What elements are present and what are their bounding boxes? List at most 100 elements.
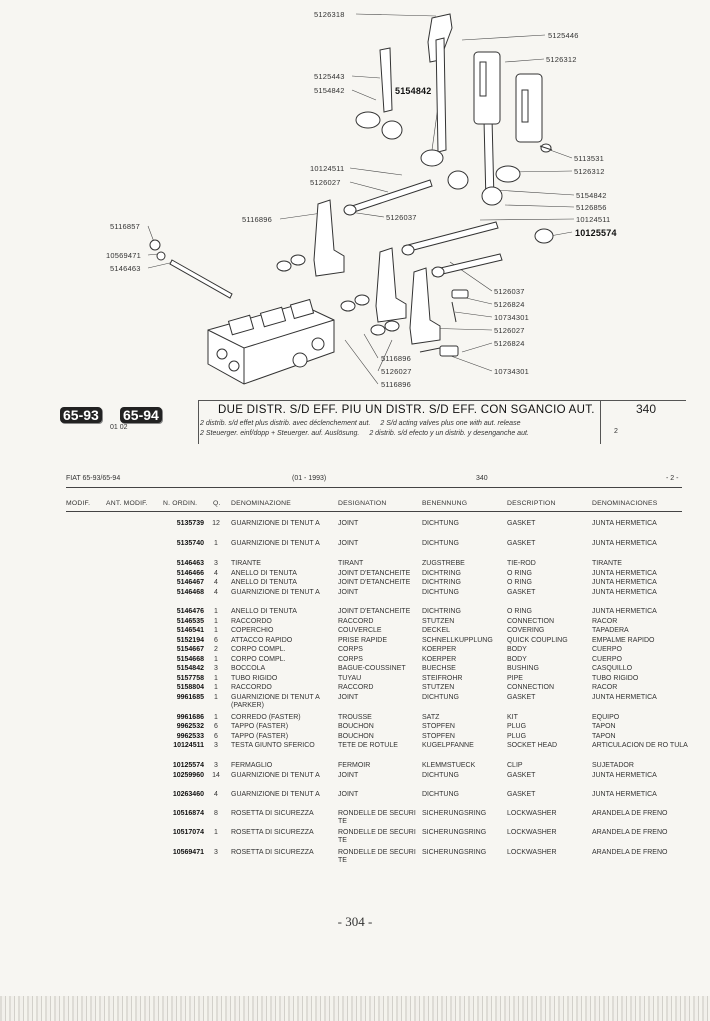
col-q: Q.	[213, 500, 221, 507]
cell-part-number: 9962532	[176, 723, 204, 730]
cell-quantity: 1	[214, 540, 218, 547]
cell-denominazione: GUARNIZIONE DI TENUT A	[231, 772, 320, 779]
cell-benennung: STUTZEN	[422, 684, 455, 691]
title-left-divider	[198, 400, 199, 444]
cell-part-number: 5157758	[176, 675, 204, 682]
cell-part-number: 5135739	[176, 520, 204, 527]
cell-description: GASKET	[507, 540, 536, 547]
cell-benennung: DECKEL	[422, 627, 451, 634]
cell-denominazione: ATTACCO RAPIDO	[231, 637, 293, 644]
model-badge-65-94: 65-94	[120, 407, 162, 423]
subtitle-es: 2 distrib. s/d efecto y un distrib. y de…	[369, 430, 529, 437]
cell-part-number: 5146463	[176, 560, 204, 567]
cell-benennung: DICHTUNG	[422, 694, 459, 701]
cell-quantity: 2	[214, 646, 218, 653]
cell-part-number: 10124511	[173, 742, 204, 749]
cell-designation: JOINT	[338, 791, 359, 798]
cell-benennung: SICHERUNGSRING	[422, 810, 487, 817]
cell-description: LOCKWASHER	[507, 829, 557, 836]
cell-benennung: DICHTUNG	[422, 772, 459, 779]
bushings	[355, 111, 554, 244]
cell-denominaciones: TUBO RIGIDO	[592, 675, 639, 682]
cell-denominazione: RACCORDO	[231, 618, 272, 625]
cell-denominaciones: JUNTA HERMETICA	[592, 791, 657, 798]
part-callout: 5126318	[314, 10, 345, 19]
cell-benennung: DICHTRING	[422, 579, 461, 586]
cell-description: O RING	[507, 570, 532, 577]
cell-designation: RACCORD	[338, 618, 374, 625]
cell-description: O RING	[507, 608, 532, 615]
cell-denominazione: GUARNIZIONE DI TENUT A	[231, 520, 320, 527]
part-callout: 10124511	[576, 215, 611, 224]
cell-description: SOCKET HEAD	[507, 742, 558, 749]
cell-designation: JOINT	[338, 589, 359, 596]
cell-denominazione: GUARNIZIONE DI TENUT A (PARKER)	[231, 694, 320, 710]
group-code: 340	[636, 402, 657, 416]
cell-designation: TIRANT	[338, 560, 364, 567]
valve-block	[207, 298, 335, 385]
cell-benennung: DICHTRING	[422, 570, 461, 577]
part-callout: 5126027	[494, 326, 525, 335]
cell-quantity: 6	[214, 723, 218, 730]
cell-benennung: SATZ	[422, 714, 440, 721]
cell-description: O RING	[507, 579, 532, 586]
cell-denominazione: TAPPO (FASTER)	[231, 733, 289, 740]
tie-rod	[149, 239, 233, 299]
cell-quantity: 1	[214, 656, 218, 663]
cell-part-number: 5146466	[176, 570, 204, 577]
brackets	[313, 199, 441, 345]
cell-designation: JOINT	[338, 694, 359, 701]
cell-part-number: 10569471	[172, 849, 204, 856]
col-modif: MODIF.	[66, 500, 91, 507]
cell-denominazione: ANELLO DI TENUTA	[231, 608, 297, 615]
part-callout: 10734301	[494, 313, 529, 322]
cell-part-number: 9962533	[176, 733, 204, 740]
col-ant-modif: ANT. MODIF.	[106, 500, 148, 507]
subtitle-fr: 2 distrib. s/d effet plus distrib. avec …	[200, 420, 371, 427]
col-n-ordin: N. ORDIN.	[163, 500, 198, 507]
cell-description: KIT	[507, 714, 518, 721]
title-top-rule	[198, 400, 686, 401]
pins-bolts	[419, 145, 553, 357]
subtitle-en: 2 S/d acting valves plus one with aut. r…	[380, 420, 521, 427]
cell-designation: JOINT D'ETANCHEITE	[338, 579, 411, 586]
cell-designation: BOUCHON	[338, 733, 374, 740]
chain-links	[276, 254, 400, 336]
cell-benennung: SCHNELLKUPPLUNG	[422, 637, 493, 644]
cell-denominazione: GUARNIZIONE DI TENUT A	[231, 791, 320, 798]
part-callout: 5125443	[314, 72, 345, 81]
cell-designation: JOINT	[338, 772, 359, 779]
cell-denominaciones: TAPON	[592, 723, 616, 730]
cell-benennung: DICHTRING	[422, 608, 461, 615]
cell-description: BUSHING	[507, 665, 539, 672]
table-group-code: 340	[476, 475, 488, 482]
cell-description: GASKET	[507, 694, 536, 701]
cell-quantity: 6	[214, 733, 218, 740]
cell-denominazione: GUARNIZIONE DI TENUT A	[231, 589, 320, 596]
cell-denominaciones: JUNTA HERMETICA	[592, 570, 657, 577]
cell-denominaciones: SUJETADOR	[592, 762, 634, 769]
model-badge-65-93: 65-93	[60, 407, 102, 423]
cell-designation: BAGUE-COUSSINET	[338, 665, 406, 672]
cell-denominazione: ANELLO DI TENUTA	[231, 579, 297, 586]
cell-denominaciones: RACOR	[592, 684, 618, 691]
cell-designation: JOINT D'ETANCHEITE	[338, 608, 411, 615]
cell-part-number: 10263460	[172, 791, 204, 798]
cell-part-number: 5146467	[176, 579, 204, 586]
cell-part-number: 5146535	[176, 618, 204, 625]
cell-denominaciones: JUNTA HERMETICA	[592, 579, 657, 586]
cell-denominazione: CORPO COMPL.	[231, 646, 286, 653]
cell-benennung: DICHTUNG	[422, 520, 459, 527]
table-sheet-number: - 2 -	[666, 475, 679, 482]
model-name: FIAT 65-93/65-94	[66, 475, 121, 482]
part-callout: 5154842	[395, 86, 432, 96]
part-callout: 5126312	[546, 55, 577, 64]
cell-designation: RACCORD	[338, 684, 374, 691]
cell-quantity: 4	[214, 579, 218, 586]
cell-benennung: DICHTUNG	[422, 791, 459, 798]
cell-quantity: 3	[214, 560, 218, 567]
part-callout: 5126027	[310, 178, 341, 187]
cell-benennung: ZUGSTREBE	[422, 560, 465, 567]
col-benennung: BENENNUNG	[422, 500, 468, 507]
